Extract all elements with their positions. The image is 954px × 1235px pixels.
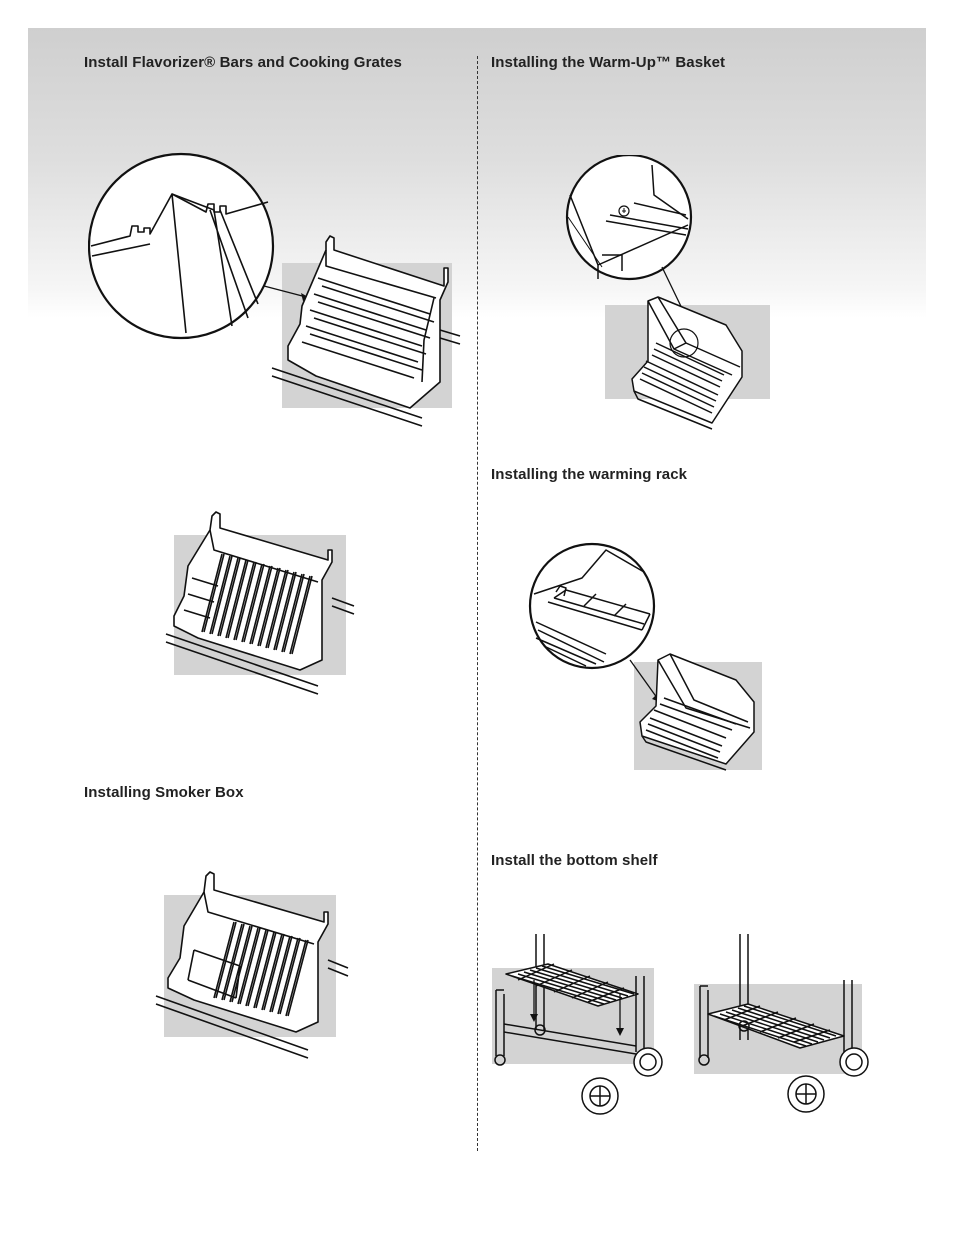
illustration-flavorizer-bars: [88, 150, 468, 430]
heading-warming-rack: Installing the warming rack: [491, 466, 688, 483]
heading-flavorizer: Install Flavorizer® Bars and Cooking Gra…: [84, 54, 402, 71]
illustration-bottom-shelf: [488, 934, 872, 1120]
illustration-smoker-box: [150, 870, 352, 1060]
heading-bottom-shelf: Install the bottom shelf: [491, 852, 658, 869]
illustration-cooking-grates: [162, 510, 362, 696]
column-divider: [477, 56, 478, 1151]
heading-smoker-box: Installing Smoker Box: [84, 784, 244, 801]
illustration-warmup-basket: [562, 155, 782, 430]
illustration-warming-rack: [526, 542, 766, 778]
heading-warmup-basket: Installing the Warm-Up™ Basket: [491, 54, 726, 71]
